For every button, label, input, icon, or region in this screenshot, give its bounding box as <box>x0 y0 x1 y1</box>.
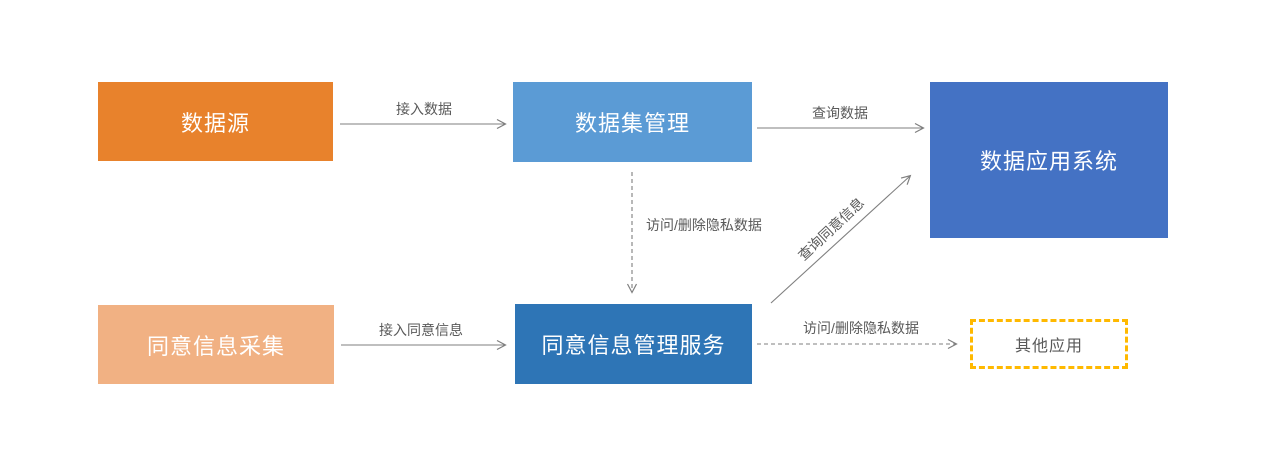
node-consent-info-management-service-label: 同意信息管理服务 <box>541 333 726 358</box>
node-consent-info-collection: 同意信息采集 <box>98 305 334 384</box>
node-data-application-system-label: 数据应用系统 <box>979 149 1118 174</box>
edge-label-access-data: 接入数据 <box>396 101 452 117</box>
node-consent-info-management-service: 同意信息管理服务 <box>515 304 752 384</box>
node-data-application-system: 数据应用系统 <box>930 82 1168 238</box>
node-other-applications-label: 其他应用 <box>1014 338 1083 355</box>
node-data-source-label: 数据源 <box>180 110 250 136</box>
node-dataset-management: 数据集管理 <box>513 82 752 162</box>
node-other-applications: 其他应用 <box>970 319 1128 369</box>
node-consent-info-collection-label: 同意信息采集 <box>146 333 285 359</box>
edge-label-access-delete-private-right: 访问/删除隐私数据 <box>803 320 919 336</box>
edge-label-access-consent: 接入同意信息 <box>379 322 463 338</box>
node-data-source: 数据源 <box>98 82 333 161</box>
edge-query-consent <box>770 174 912 304</box>
node-dataset-management-label: 数据集管理 <box>574 111 690 136</box>
edge-label-query-data: 查询数据 <box>812 105 868 121</box>
edge-label-access-delete-private-down: 访问/删除隐私数据 <box>646 217 762 233</box>
